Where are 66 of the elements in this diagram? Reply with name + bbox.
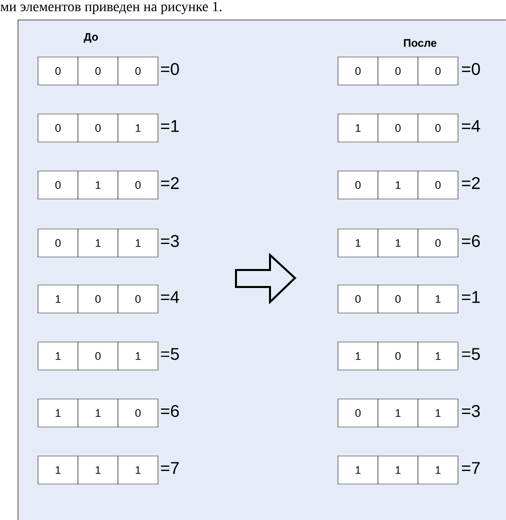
bit-cell: 1: [38, 284, 78, 314]
bit-cell: 0: [38, 114, 78, 142]
value-label: =5: [161, 348, 179, 360]
bit-cell: 1: [118, 228, 158, 258]
bit-cell: 0: [78, 284, 118, 314]
value-label: =2: [161, 177, 179, 189]
bit-cell: 0: [418, 114, 458, 142]
bit-cell: 1: [378, 228, 418, 258]
bit-cell: 1: [418, 456, 458, 484]
bit-cell: 0: [38, 56, 78, 86]
bit-cell: 0: [78, 56, 118, 86]
value-label: =4: [161, 291, 180, 303]
bit-cell: 1: [118, 456, 158, 484]
bit-cell: 0: [118, 398, 158, 428]
bit-cell: 0: [38, 170, 78, 200]
bit-cell: 1: [118, 114, 158, 142]
bit-cell: 0: [378, 56, 418, 86]
bit-cell: 0: [38, 228, 78, 258]
bit-cell: 1: [338, 342, 378, 370]
bit-cell: 1: [338, 114, 378, 142]
bit-cell: 1: [78, 228, 118, 258]
bit-cell: 0: [338, 56, 378, 86]
value-label: =1: [462, 291, 480, 303]
bit-cell: 1: [418, 398, 458, 428]
value-label: =6: [462, 234, 480, 248]
value-label: =7: [462, 462, 480, 474]
bit-cell: 0: [378, 342, 418, 370]
value-label: =0: [161, 63, 179, 76]
bit-cell: 0: [338, 284, 378, 314]
bit-cell: 0: [118, 170, 158, 200]
bit-cell: 1: [378, 398, 418, 428]
bit-cell: 1: [118, 342, 158, 370]
bit-cell: 0: [418, 228, 458, 258]
bit-cell: 1: [418, 342, 458, 370]
bit-cell: 1: [38, 456, 78, 484]
bit-cell: 0: [378, 284, 418, 314]
caption-text: ми элементов приведен на рисунке 1.: [0, 2, 222, 14]
bit-cell: 1: [338, 456, 378, 484]
value-label: =4: [462, 120, 480, 132]
value-label: =0: [462, 63, 480, 76]
bit-cell: 0: [338, 170, 378, 200]
bit-cell: 0: [418, 56, 458, 86]
bit-cell: 1: [78, 398, 118, 428]
bit-cell: 1: [418, 284, 458, 314]
bit-cell: 0: [418, 170, 458, 200]
bit-cell: 1: [378, 456, 418, 484]
bit-cell: 1: [78, 170, 118, 200]
bit-cell: 0: [338, 398, 378, 428]
bit-cell: 1: [378, 170, 418, 200]
bit-cell: 0: [118, 284, 158, 314]
value-label: =6: [161, 404, 179, 418]
value-label: =5: [462, 348, 480, 360]
column-heading: После: [404, 39, 436, 47]
value-label: =3: [161, 234, 179, 248]
value-label: =2: [462, 177, 480, 189]
value-label: =7: [161, 462, 179, 474]
bit-cell: 0: [78, 114, 118, 142]
value-label: =1: [161, 120, 179, 132]
bit-cell: 0: [78, 342, 118, 370]
bit-cell: 1: [38, 398, 78, 428]
bit-cell: 1: [338, 228, 378, 258]
bit-cell: 0: [118, 56, 158, 86]
bit-cell: 1: [38, 342, 78, 370]
value-label: =3: [462, 404, 480, 418]
bit-cell: 1: [78, 456, 118, 484]
bit-cell: 0: [378, 114, 418, 142]
